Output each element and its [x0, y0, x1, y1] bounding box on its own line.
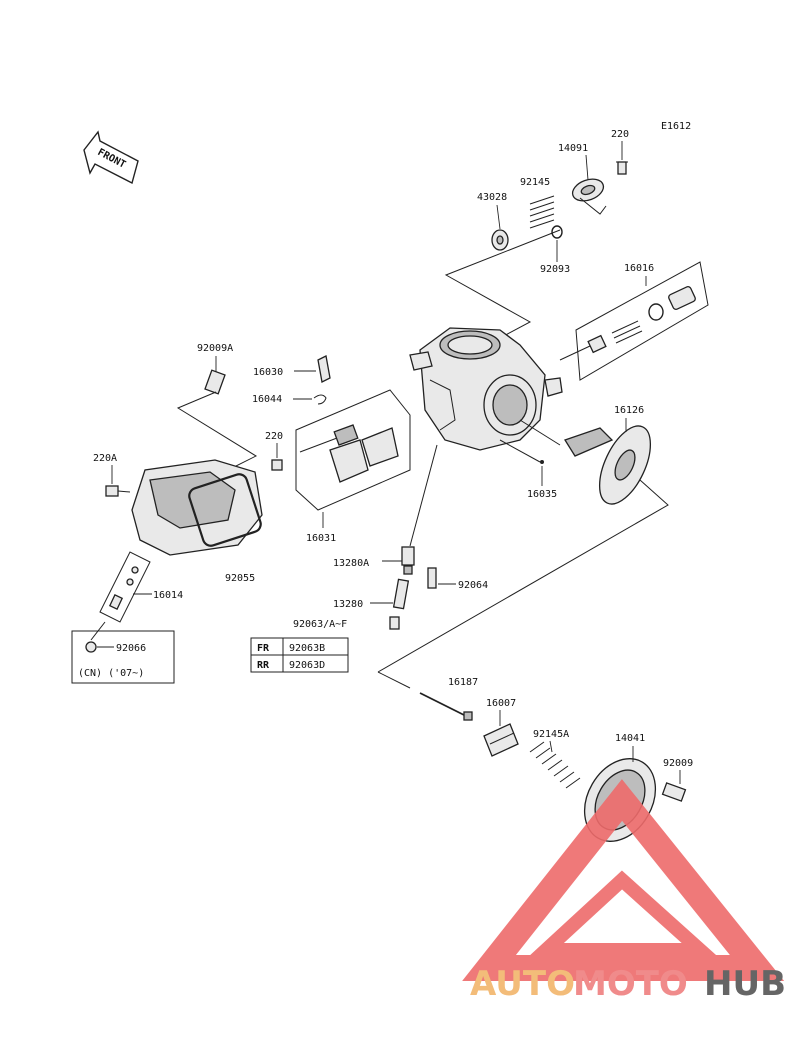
- jet-row-1-pos: RR: [257, 660, 270, 671]
- jet-holder-13280: [392, 578, 410, 610]
- main-jet-92063: [389, 616, 400, 630]
- spring-92145: [529, 195, 555, 229]
- screw-92009A: [204, 369, 226, 395]
- pilot-screw-16016: [559, 286, 696, 361]
- label-92055: 92055: [225, 573, 255, 584]
- needle-jet-13280A: [401, 546, 415, 575]
- float-bowl: [131, 459, 263, 556]
- label-92145: 92145: [520, 177, 550, 188]
- cover-14091: [571, 178, 607, 215]
- note-text: (CN) ('07~): [78, 668, 144, 679]
- jet-row-1-part: 92063D: [289, 660, 325, 671]
- float-valve-16030: [317, 355, 331, 383]
- o-ring-92093: [551, 225, 563, 239]
- front-arrow-icon: FRONT: [83, 130, 139, 185]
- label-92145A: 92145A: [533, 729, 569, 740]
- label-220A: 220A: [93, 453, 117, 464]
- pilot-jet-92064: [427, 567, 437, 589]
- label-16030: 16030: [253, 367, 283, 378]
- screw-220A: [105, 485, 131, 497]
- label-14091: 14091: [558, 143, 588, 154]
- label-16035: 16035: [527, 489, 557, 500]
- diaphragm-43028: [491, 229, 509, 251]
- note-box-92066: 92066 (CN) ('07~): [71, 630, 175, 684]
- label-92093: 92093: [540, 264, 570, 275]
- float-16031: [299, 424, 399, 483]
- piston-16126: [564, 425, 652, 505]
- label-220-top: 220: [611, 129, 629, 140]
- label-92009A: 92009A: [197, 343, 233, 354]
- label-16126: 16126: [614, 405, 644, 416]
- jet-needle-16187: [419, 692, 473, 721]
- diagram-code: E1612: [661, 121, 691, 132]
- jet-table: FR 92063B RR 92063D: [250, 637, 349, 673]
- label-16016: 16016: [624, 263, 654, 274]
- label-16014: 16014: [153, 590, 183, 601]
- label-13280: 13280: [333, 599, 363, 610]
- label-16187: 16187: [448, 677, 478, 688]
- drain-screw-16014: [108, 566, 139, 610]
- label-16031: 16031: [306, 533, 336, 544]
- note-part-label: 92066: [116, 643, 146, 654]
- screw-220-top: [616, 161, 628, 175]
- jet-row-0-pos: FR: [257, 643, 270, 654]
- watermark-moto: MOTO: [573, 964, 688, 1004]
- screw-92009: [661, 782, 687, 802]
- screw-220-mid: [271, 459, 283, 471]
- label-13280A: 13280A: [333, 558, 369, 569]
- label-14041: 14041: [615, 733, 645, 744]
- label-43028: 43028: [477, 192, 507, 203]
- watermark-hub: HUB: [704, 964, 786, 1004]
- spring-92145A: [529, 741, 581, 789]
- label-16044: 16044: [252, 394, 282, 405]
- automotohub-watermark-logo: AUTO MOTO HUB: [462, 779, 786, 1004]
- carburetor-body: [409, 327, 563, 451]
- label-220-mid: 220: [265, 431, 283, 442]
- needle-holder-16007: [483, 723, 519, 757]
- clip-16044: [313, 394, 327, 405]
- label-16007: 16007: [486, 698, 516, 709]
- label-92009: 92009: [663, 758, 693, 769]
- jet-row-0-part: 92063B: [289, 643, 325, 654]
- label-92064: 92064: [458, 580, 488, 591]
- label-92063: 92063/A~F: [293, 619, 347, 630]
- watermark-auto: AUTO: [470, 964, 575, 1004]
